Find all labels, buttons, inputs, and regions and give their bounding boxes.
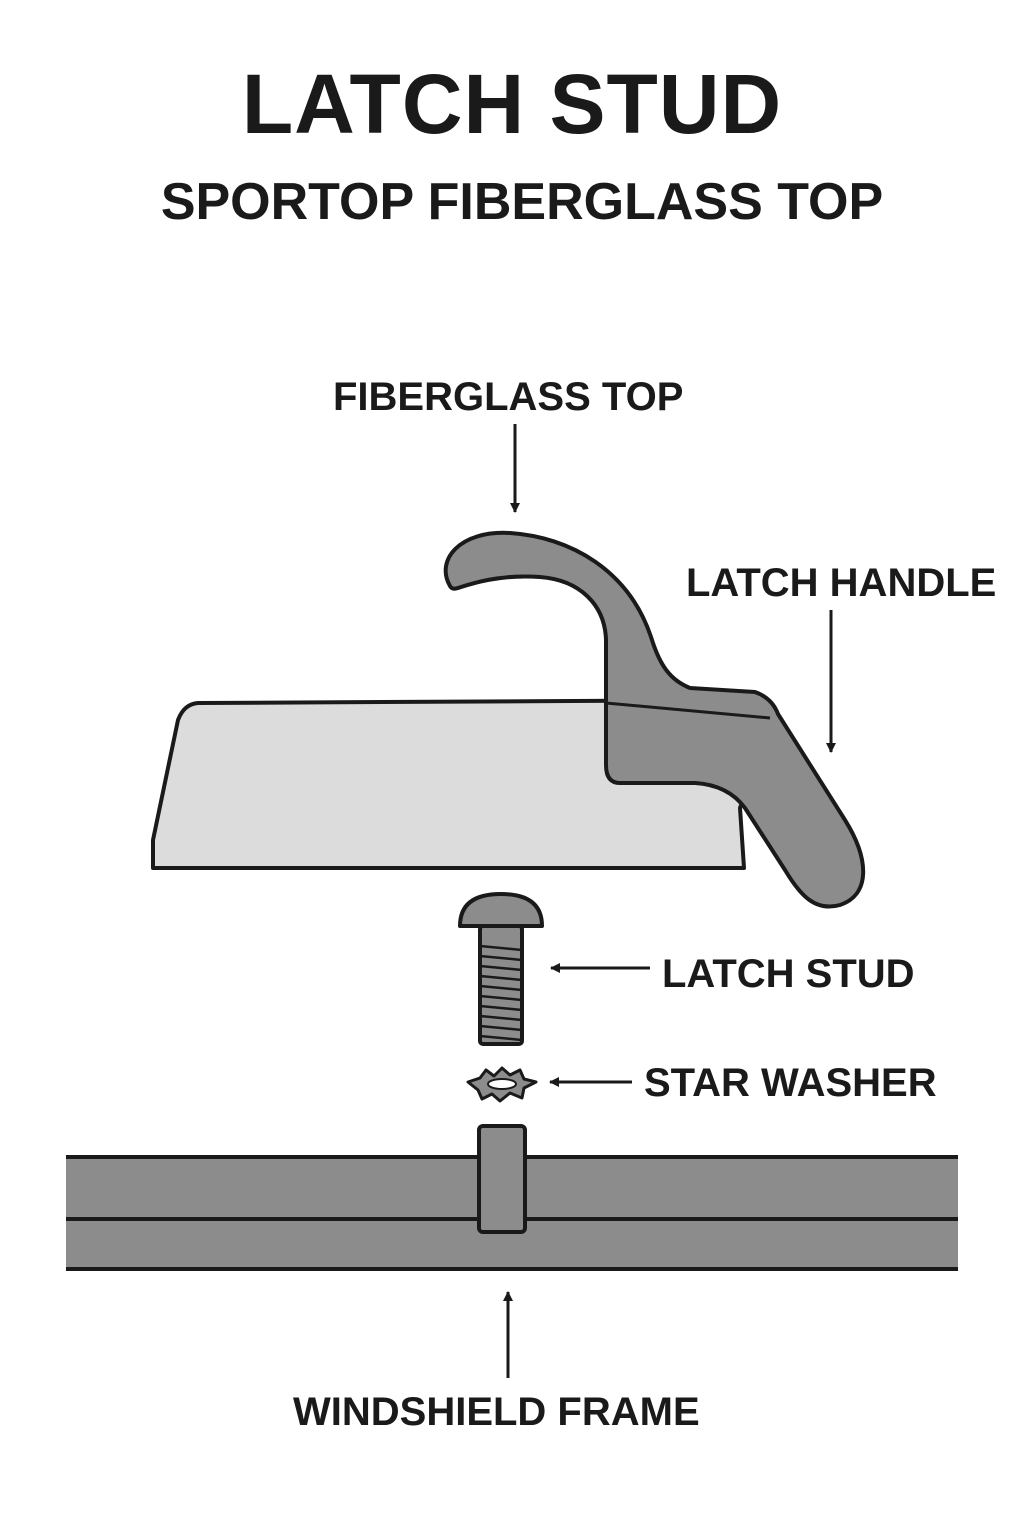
diagram-subtitle: SPORTOP FIBERGLASS TOP (160, 173, 884, 231)
label-fiberglass-top: FIBERGLASS TOP (333, 375, 684, 419)
diagram-title: LATCH STUD (241, 57, 783, 151)
latch-stud-bolt (458, 892, 544, 1046)
label-latch-stud: LATCH STUD (662, 952, 915, 996)
bolt-shank (478, 924, 524, 1046)
star-washer (466, 1066, 538, 1103)
label-windshield-frame: WINDSHIELD FRAME (293, 1390, 700, 1434)
bolt-threads (479, 944, 523, 1042)
latch-handle-shape (443, 530, 866, 909)
top-edge-line (605, 701, 771, 720)
frame-stud-insert (477, 1124, 527, 1234)
bolt-head (458, 892, 544, 928)
label-star-washer: STAR WASHER (644, 1061, 937, 1105)
label-latch-handle: LATCH HANDLE (686, 561, 997, 605)
